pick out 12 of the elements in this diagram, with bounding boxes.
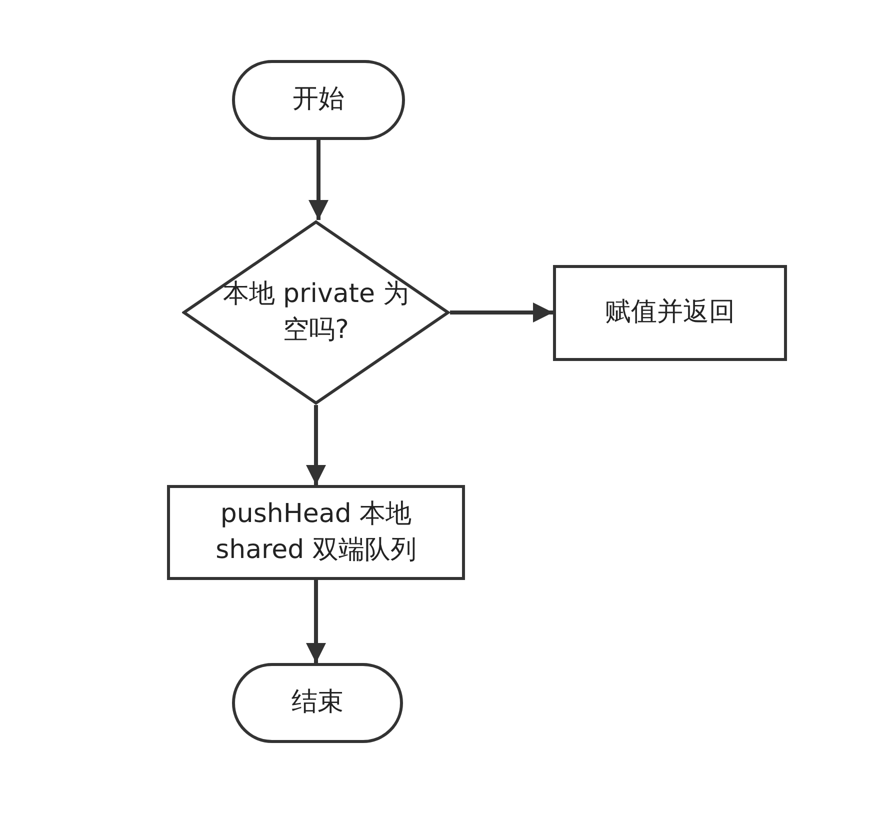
- process-box: [167, 485, 465, 580]
- decision-diamond: [182, 220, 450, 405]
- arrow: [450, 302, 553, 322]
- node-label: 结束: [292, 686, 344, 720]
- node-label: 赋值并返回: [605, 296, 735, 330]
- node-label: 开始: [292, 83, 344, 116]
- arrow: [308, 140, 328, 220]
- node-label: pushHead 本地 shared 双端队列: [214, 498, 418, 566]
- node-label: 本地 private 为空吗?: [222, 278, 410, 346]
- process-box: [553, 265, 787, 361]
- arrow: [306, 580, 326, 663]
- arrow: [306, 405, 326, 485]
